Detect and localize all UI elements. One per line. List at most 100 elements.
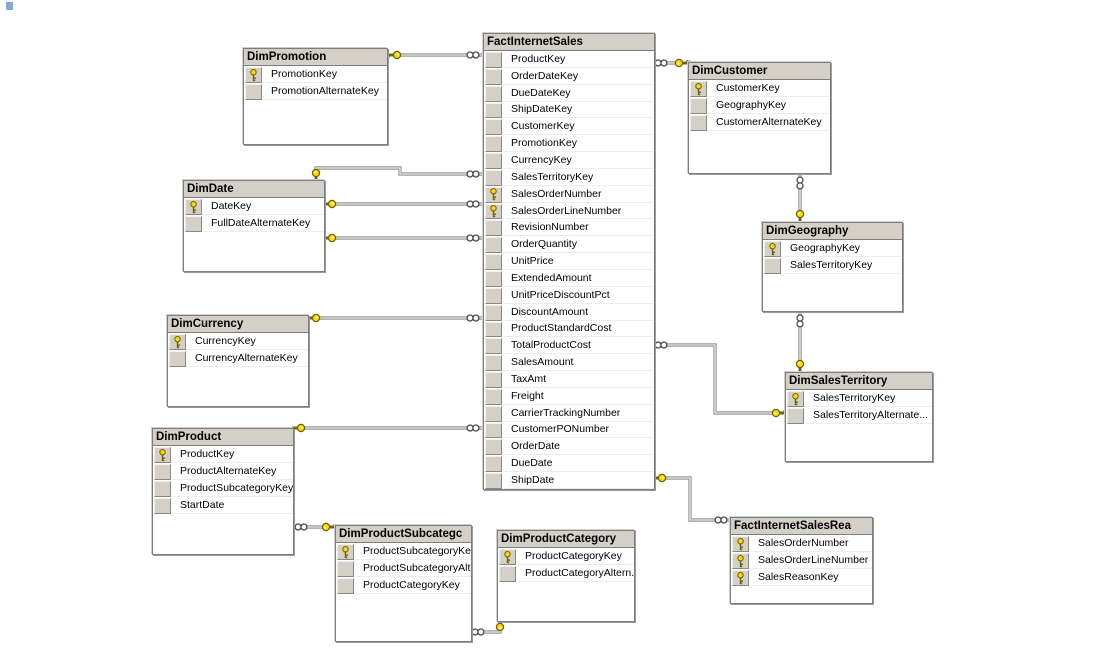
row-selector <box>485 102 502 119</box>
column-name: TotalProductCost <box>503 337 654 355</box>
column-name: DiscountAmount <box>503 304 654 321</box>
column-row[interactable]: ProductAlternateKey <box>153 463 293 480</box>
column-row[interactable]: UnitPrice <box>484 253 654 270</box>
rel-dimdate-fact-order[interactable] <box>311 166 483 185</box>
column-row[interactable]: CustomerKey <box>689 80 830 97</box>
column-row[interactable]: SalesTerritoryKey <box>763 257 902 274</box>
column-row[interactable]: RevisionNumber <box>484 219 654 237</box>
row-selector <box>245 84 262 100</box>
column-row[interactable]: GeographyKey <box>689 97 830 114</box>
primary-key-icon <box>737 571 744 584</box>
column-row[interactable]: ProductSubcategoryKey <box>153 480 293 497</box>
column-row[interactable]: CustomerPONumber <box>484 422 654 439</box>
rel-dimsalesterritory-fact[interactable] <box>653 341 788 418</box>
column-row[interactable]: ProductSubcategoryAlt... <box>336 560 471 577</box>
column-name: DueDateKey <box>503 85 654 102</box>
column-row[interactable]: ShipDate <box>484 472 654 489</box>
column-row[interactable]: FullDateAlternateKey <box>184 215 324 232</box>
rel-dimdate-fact-due[interactable] <box>320 199 483 209</box>
column-row[interactable]: ProductCategoryKey <box>498 548 634 565</box>
column-row[interactable]: CurrencyAlternateKey <box>168 350 308 367</box>
rel-dimpromotion-fact[interactable] <box>385 50 483 60</box>
rel-dimcurrency-fact[interactable] <box>304 313 483 323</box>
column-row[interactable]: ProductKey <box>153 446 293 463</box>
column-row[interactable]: PromotionKey <box>244 66 387 83</box>
column-name: ShipDate <box>503 472 654 489</box>
column-row[interactable]: CurrencyKey <box>168 333 308 350</box>
column-row[interactable]: SalesReasonKey <box>731 569 872 586</box>
rel-dimproduct-fact[interactable] <box>289 423 483 433</box>
column-row[interactable]: PromotionAlternateKey <box>244 83 387 100</box>
row-selector <box>485 270 502 287</box>
rel-dimdate-fact-ship[interactable] <box>320 233 483 243</box>
column-row[interactable]: OrderDateKey <box>484 68 654 85</box>
column-row[interactable]: SalesOrderLineNumber <box>731 552 872 569</box>
primary-key-icon <box>250 68 257 81</box>
column-row[interactable]: PromotionKey <box>484 135 654 153</box>
column-row[interactable]: SalesTerritoryAlternate... <box>786 407 932 424</box>
rel-dimgeography-dimcustomer[interactable] <box>795 172 805 226</box>
column-name: CustomerAlternateKey <box>708 114 830 131</box>
column-row[interactable]: OrderDate <box>484 438 654 456</box>
table-title-dim-date: DimDate <box>184 181 324 198</box>
column-row[interactable]: DateKey <box>184 198 324 215</box>
rel-fact-factreason[interactable] <box>650 473 730 524</box>
column-row[interactable]: CurrencyKey <box>484 152 654 169</box>
column-row[interactable]: DueDate <box>484 455 654 473</box>
column-name: ProductSubcategoryKey <box>355 543 471 560</box>
column-row[interactable]: ProductKey <box>484 51 654 68</box>
infinity-many-icon <box>471 628 485 636</box>
column-row[interactable]: OrderQuantity <box>484 236 654 254</box>
column-row[interactable]: ProductSubcategoryKey <box>336 543 471 560</box>
column-row[interactable]: ProductCategoryAltern... <box>498 565 634 582</box>
column-row[interactable]: CarrierTrackingNumber <box>484 405 654 422</box>
column-row[interactable]: CustomerAlternateKey <box>689 114 830 131</box>
column-row[interactable]: SalesTerritoryKey <box>786 390 932 407</box>
column-row[interactable]: SalesTerritoryKey <box>484 169 654 186</box>
column-row[interactable]: ProductStandardCost <box>484 321 654 338</box>
column-row[interactable]: ExtendedAmount <box>484 270 654 287</box>
column-row[interactable]: CustomerKey <box>484 118 654 136</box>
row-selector <box>485 439 502 456</box>
column-row[interactable]: TaxAmt <box>484 371 654 388</box>
column-row[interactable]: Freight <box>484 388 654 405</box>
column-row[interactable]: GeographyKey <box>763 240 902 257</box>
infinity-many-icon <box>654 341 668 349</box>
column-row[interactable]: SalesOrderLineNumber <box>484 203 654 220</box>
rel-dimsalesterritory-dimgeography[interactable] <box>795 310 805 376</box>
column-row[interactable]: SalesAmount <box>484 354 654 372</box>
column-name: CustomerKey <box>708 80 830 97</box>
column-row[interactable]: ShipDateKey <box>484 102 654 119</box>
infinity-many-icon <box>466 424 480 432</box>
rel-dimproductsubcategory-dimproduct[interactable] <box>292 522 338 532</box>
key-one-icon <box>385 50 402 60</box>
column-row[interactable]: DiscountAmount <box>484 304 654 321</box>
primary-key-icon <box>695 82 702 95</box>
column-row[interactable]: TotalProductCost <box>484 337 654 355</box>
column-row[interactable]: SalesOrderNumber <box>484 186 654 203</box>
rel-dimcustomer-fact[interactable] <box>653 58 691 68</box>
infinity-many-icon <box>714 516 728 524</box>
row-selector <box>485 304 502 321</box>
row-selector <box>485 473 502 489</box>
column-row[interactable]: DueDateKey <box>484 85 654 102</box>
column-row[interactable]: StartDate <box>153 497 293 514</box>
column-row[interactable]: SalesOrderNumber <box>731 535 872 552</box>
column-row[interactable]: ProductCategoryKey <box>336 577 471 594</box>
row-selector <box>154 464 171 480</box>
column-name: StartDate <box>172 497 293 514</box>
column-row[interactable]: UnitPriceDiscountPct <box>484 287 654 304</box>
